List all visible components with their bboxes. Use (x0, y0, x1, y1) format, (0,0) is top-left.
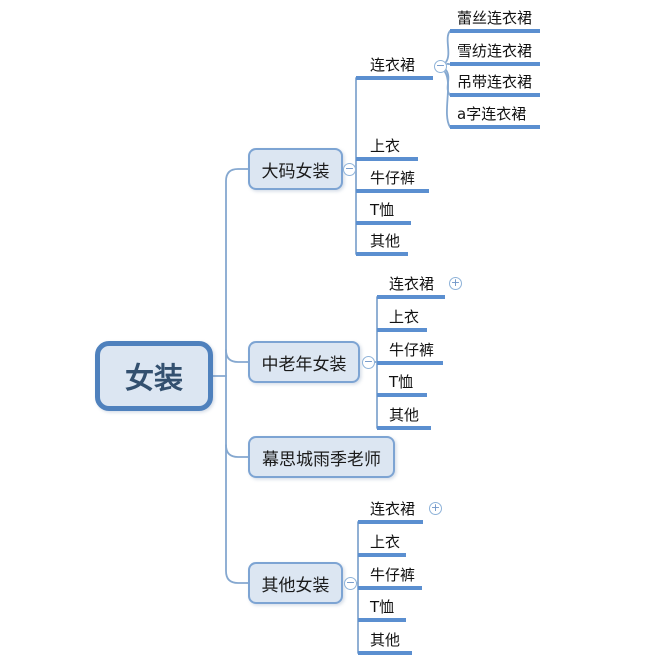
subtopic-jeans[interactable]: 牛仔裤 (377, 339, 443, 365)
subtopic-dress[interactable]: 连衣裙 (358, 498, 423, 524)
root-topic[interactable]: 女装 (95, 341, 213, 411)
subtopic-aline-dress[interactable]: a字连衣裙 (450, 103, 540, 129)
branch-topic-musicheng[interactable]: 幕思城雨季老师 (248, 436, 395, 478)
expand-toggle-icon[interactable]: + (429, 501, 442, 515)
subtopic-other[interactable]: 其他 (356, 230, 408, 256)
collapse-toggle-icon[interactable]: − (434, 59, 447, 73)
subtopic-other[interactable]: 其他 (358, 629, 412, 655)
subtopic-dress[interactable]: 连衣裙 (356, 54, 433, 80)
collapse-toggle-icon[interactable]: − (344, 576, 357, 590)
subtopic-tshirt[interactable]: T恤 (358, 596, 406, 622)
subtopic-other[interactable]: 其他 (377, 404, 431, 430)
subtopic-tops[interactable]: 上衣 (377, 306, 427, 332)
subtopic-jeans[interactable]: 牛仔裤 (356, 167, 429, 193)
subtopic-chiffon-dress[interactable]: 雪纺连衣裙 (450, 40, 540, 66)
subtopic-tshirt[interactable]: T恤 (377, 371, 427, 397)
branch-topic-middle-aged[interactable]: 中老年女装 (248, 341, 360, 383)
collapse-toggle-icon[interactable]: − (343, 162, 356, 176)
subtopic-lace-dress[interactable]: 蕾丝连衣裙 (450, 7, 540, 33)
branch-topic-other-womens[interactable]: 其他女装 (248, 562, 343, 604)
subtopic-tops[interactable]: 上衣 (358, 531, 406, 557)
subtopic-dress[interactable]: 连衣裙 (377, 273, 445, 299)
collapse-toggle-icon[interactable]: − (362, 355, 375, 369)
subtopic-jeans[interactable]: 牛仔裤 (358, 564, 422, 590)
subtopic-tshirt[interactable]: T恤 (356, 199, 411, 225)
subtopic-slip-dress[interactable]: 吊带连衣裙 (450, 71, 540, 97)
subtopic-tops[interactable]: 上衣 (356, 135, 418, 161)
expand-toggle-icon[interactable]: + (449, 276, 462, 290)
branch-topic-plus-size[interactable]: 大码女装 (248, 148, 343, 190)
